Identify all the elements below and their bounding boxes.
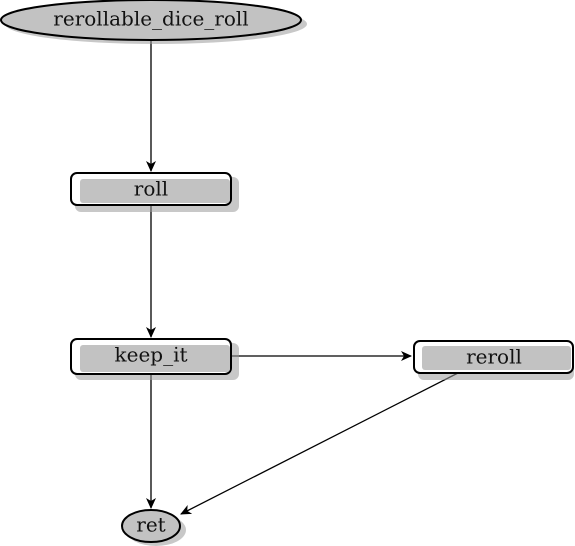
edges <box>146 40 459 515</box>
node-label: keep_it <box>114 343 187 367</box>
node-ret: ret <box>121 509 186 546</box>
node-label: rerollable_dice_roll <box>53 7 248 31</box>
edge-reroll-to-ret <box>180 372 459 515</box>
node-reroll: reroll <box>413 340 574 380</box>
node-box-fill <box>80 345 230 372</box>
node-label: roll <box>134 177 168 201</box>
node-label: reroll <box>466 345 522 369</box>
node-rerollable-dice-roll: rerollable_dice_roll <box>0 0 307 44</box>
node-label: ret <box>136 513 165 537</box>
node-ellipse <box>121 509 181 543</box>
node-box-fill <box>80 179 230 203</box>
node-box-fill <box>422 346 571 370</box>
node-keep-it: keep_it <box>70 338 239 380</box>
node-ellipse <box>0 0 302 41</box>
node-roll: roll <box>70 172 239 212</box>
